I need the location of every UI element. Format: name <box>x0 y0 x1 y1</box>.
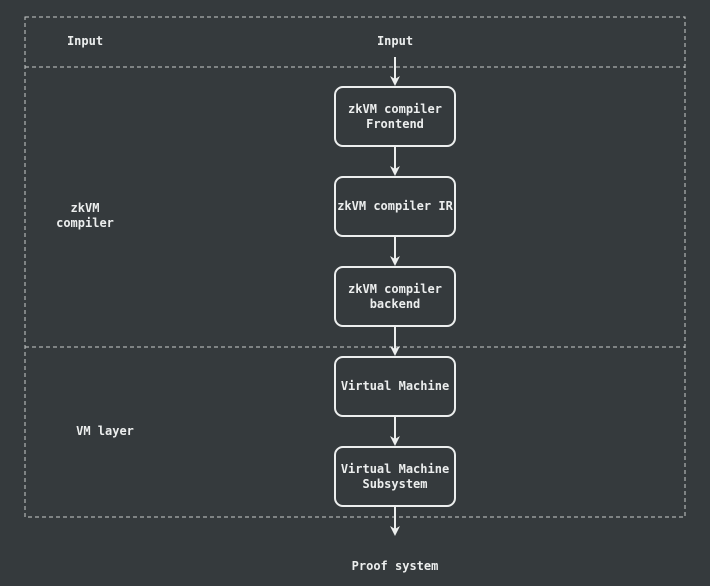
flow-start-input: Input <box>376 34 414 48</box>
outer-boundary <box>24 16 686 518</box>
node-compiler-backend: zkVM compiler backend <box>334 266 456 327</box>
node-compiler-ir: zkVM compiler IR <box>334 176 456 237</box>
lane-label-vm: VM layer <box>76 424 134 438</box>
node-virtual-machine: Virtual Machine <box>334 356 456 417</box>
node-vm-subsystem: Virtual Machine Subsystem <box>334 446 456 507</box>
flow-end-proof-system: Proof system <box>351 559 439 573</box>
lane-label-input: Input <box>66 34 104 48</box>
lane-label-compiler: zkVM compiler <box>56 201 114 230</box>
node-compiler-frontend: zkVM compiler Frontend <box>334 86 456 147</box>
